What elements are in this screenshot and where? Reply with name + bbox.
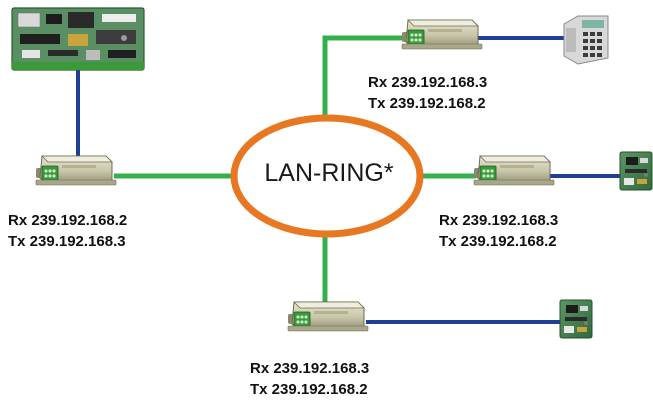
lan-link-top — [322, 35, 402, 117]
lan-ring — [230, 114, 424, 238]
converter-top-icon — [401, 19, 483, 50]
converter-bottom-icon — [287, 301, 369, 332]
node-left-labels: Rx 239.192.168.2 Tx 239.192.168.3 — [8, 210, 127, 252]
controller-board-icon — [11, 7, 145, 71]
node-right-labels: Rx 239.192.168.3 Tx 239.192.168.2 — [439, 210, 558, 252]
module-board-right-icon — [619, 151, 653, 191]
converter-right-icon — [473, 155, 555, 186]
lan-links — [114, 35, 476, 306]
node-bottom-labels: Rx 239.192.168.3 Tx 239.192.168.2 — [250, 358, 369, 400]
node-top-tx: Tx 239.192.168.2 — [368, 95, 486, 112]
node-right-tx: Tx 239.192.168.2 — [439, 233, 557, 250]
lan-ring-label: LAN-RING* — [264, 159, 394, 187]
serial-links — [76, 36, 622, 324]
node-right-rx: Rx 239.192.168.3 — [439, 212, 559, 229]
node-top-labels: Rx 239.192.168.3 Tx 239.192.168.2 — [368, 72, 487, 114]
node-top-rx: Rx 239.192.168.3 — [368, 74, 488, 91]
node-left-rx: Rx 239.192.168.2 — [8, 212, 128, 229]
node-bottom-tx: Tx 239.192.168.2 — [250, 381, 368, 398]
keypad-icon — [563, 15, 609, 65]
converter-left-icon — [35, 155, 117, 186]
module-board-bottom-icon — [559, 299, 593, 339]
node-left-tx: Tx 239.192.168.3 — [8, 233, 126, 250]
node-bottom-rx: Rx 239.192.168.3 — [250, 360, 370, 377]
